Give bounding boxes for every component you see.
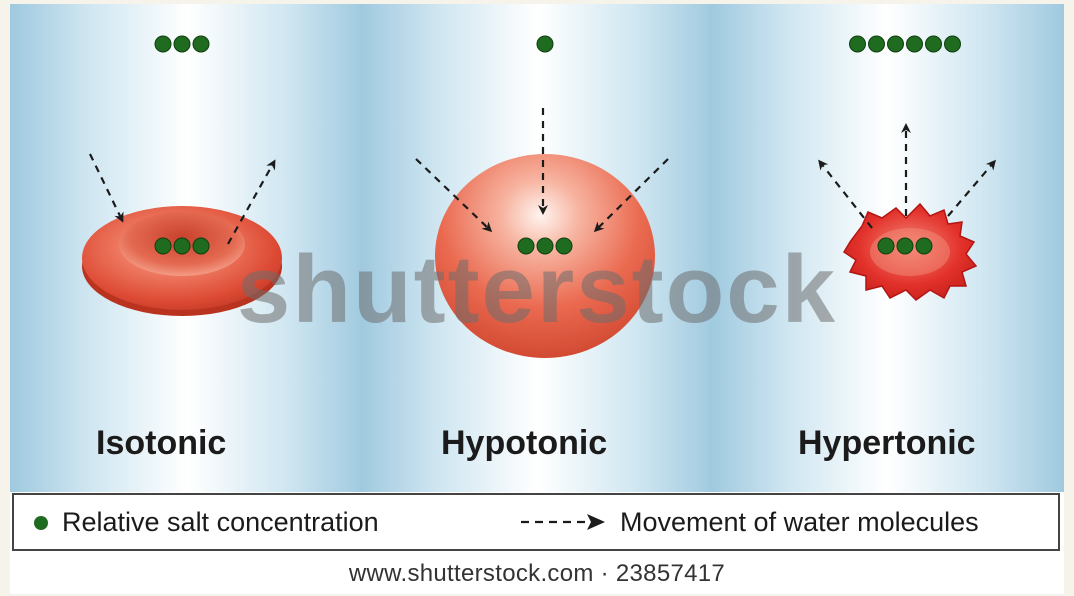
label-hypotonic: Hypotonic <box>441 424 607 463</box>
salt-dot-inside <box>518 238 534 254</box>
salt-dot-outside <box>869 36 885 52</box>
salt-dot-outside <box>888 36 904 52</box>
salt-dot-outside <box>537 36 553 52</box>
dashed-arrow-icon <box>519 507 611 537</box>
diagram-frame: shutterstock Isotonic Hypotonic Hyperton… <box>10 4 1064 594</box>
hypertonic-arrow-left <box>820 162 872 228</box>
salt-dot-inside <box>556 238 572 254</box>
salt-dot-inside <box>878 238 894 254</box>
salt-dot-inside <box>916 238 932 254</box>
salt-dot-inside <box>537 238 553 254</box>
salt-dot-outside <box>174 36 190 52</box>
salt-dot-inside <box>155 238 171 254</box>
salt-dot-inside <box>193 238 209 254</box>
cells-svg <box>10 4 1064 492</box>
legend-salt-label: Relative salt concentration <box>62 507 379 538</box>
salt-dot-outside <box>907 36 923 52</box>
legend-water-label: Movement of water molecules <box>620 507 979 538</box>
salt-dot-outside <box>945 36 961 52</box>
salt-dot-outside <box>850 36 866 52</box>
salt-dot-outside <box>155 36 171 52</box>
salt-dot-outside <box>926 36 942 52</box>
isotonic-arrow-in <box>90 154 122 220</box>
salt-dot-outside <box>193 36 209 52</box>
hypertonic-arrow-right <box>948 162 994 216</box>
panels-area: shutterstock Isotonic Hypotonic Hyperton… <box>10 4 1064 492</box>
salt-dot-icon <box>34 516 48 530</box>
isotonic-cell <box>82 206 282 316</box>
footer-credit: www.shutterstock.com · 23857417 <box>10 560 1064 588</box>
salt-dot-inside <box>174 238 190 254</box>
hypotonic-cell <box>435 154 655 358</box>
label-isotonic: Isotonic <box>96 424 226 463</box>
label-hypertonic: Hypertonic <box>798 424 976 463</box>
salt-dot-inside <box>897 238 913 254</box>
legend-box: Relative salt concentration Movement of … <box>12 493 1060 551</box>
